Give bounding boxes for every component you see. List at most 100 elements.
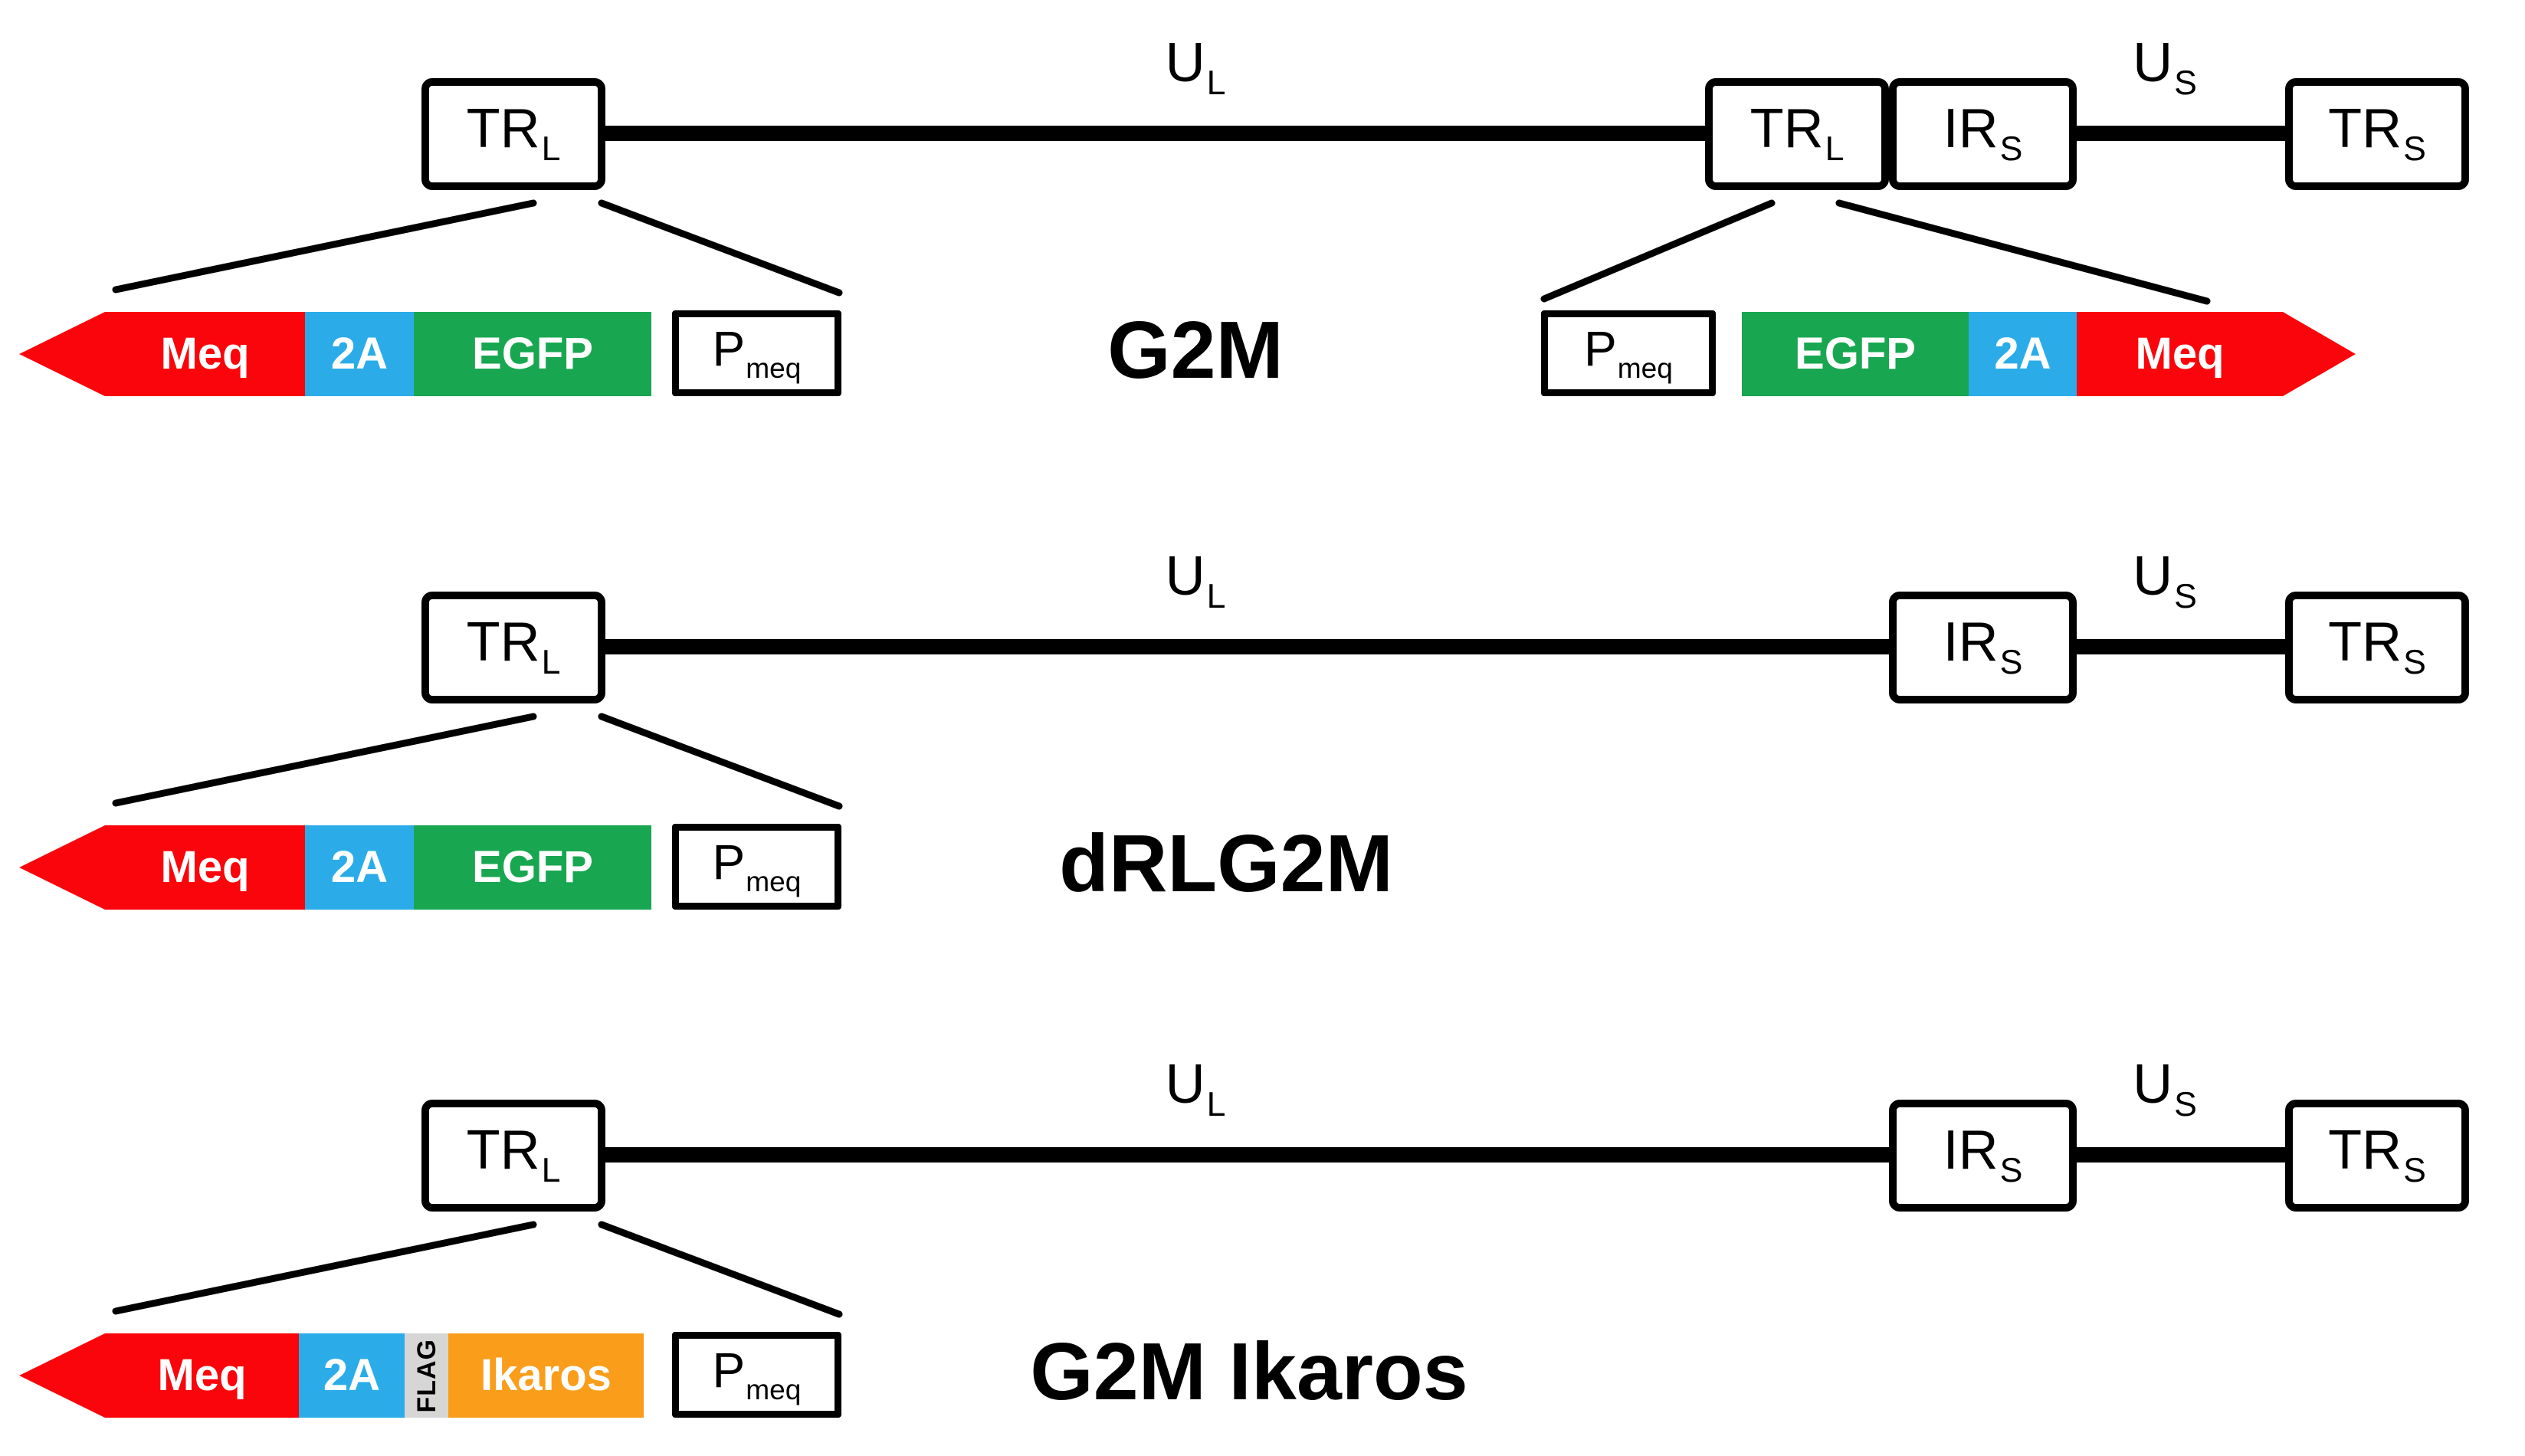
expansion-fan-lines — [112, 1221, 843, 1318]
linker-2a-segment: 2A — [299, 1333, 405, 1418]
trl-main: TR — [466, 98, 540, 160]
egfp-segment-label: EGFP — [472, 329, 593, 379]
trl-main: TR — [466, 1120, 540, 1182]
trl-left-label: TRL — [467, 101, 561, 167]
pmeq-promoter-box: Pmeq — [1541, 310, 1716, 396]
irs-box: IRS — [1889, 592, 2077, 703]
irs-main: IR — [1943, 1120, 1999, 1182]
trs-sub: S — [2403, 1152, 2426, 1190]
us-main: U — [2133, 546, 2173, 607]
ul-label: UL — [1103, 35, 1287, 101]
ikaros-segment: Ikaros — [448, 1333, 644, 1418]
meq-arrowhead-left-icon — [19, 312, 105, 396]
irs-sub: S — [1999, 130, 2023, 169]
expansion-fan-lines — [112, 713, 843, 810]
irs-label: IRS — [1943, 1123, 2023, 1189]
meq-segment: Meq — [105, 825, 305, 910]
pmeq-main: P — [712, 320, 746, 376]
flag-tag-label: FLAG — [412, 1338, 441, 1413]
meq-segment: Meq — [105, 1333, 299, 1418]
irs-label: IRS — [1943, 615, 2023, 680]
us-main: U — [2133, 1054, 2173, 1115]
flag-tag-segment: FLAG — [405, 1333, 448, 1418]
meq-segment-label: Meq — [160, 329, 250, 379]
us-label: US — [2073, 1057, 2257, 1123]
trs-box: TRS — [2285, 1100, 2469, 1212]
us-label: US — [2073, 35, 2257, 101]
unique-short-line — [2077, 1147, 2285, 1163]
construct-row-g2m-ikaros: TRL UL IRS US TRS Meq 2A FLAG Ikaros — [0, 1021, 2525, 1456]
pmeq-label: Pmeq — [713, 1346, 802, 1405]
pmeq-label: Pmeq — [713, 324, 802, 383]
pmeq-main: P — [1584, 320, 1617, 376]
meq-segment-label: Meq — [2135, 329, 2225, 379]
egfp-segment-label: EGFP — [472, 842, 593, 892]
egfp-segment: EGFP — [1742, 312, 1969, 396]
trs-box: TRS — [2285, 78, 2469, 190]
unique-short-line — [2077, 639, 2285, 654]
linker-2a-segment-label: 2A — [330, 842, 389, 892]
us-label: US — [2073, 549, 2257, 615]
linker-2a-segment: 2A — [305, 825, 414, 910]
linker-2a-segment: 2A — [305, 312, 414, 396]
meq-arrowhead-left-icon — [19, 825, 105, 910]
trs-main: TR — [2328, 1120, 2402, 1182]
ikaros-segment-label: Ikaros — [480, 1350, 612, 1400]
pmeq-promoter-box: Pmeq — [672, 310, 841, 396]
us-sub: S — [2174, 64, 2197, 102]
trl-left-label: TRL — [467, 1123, 561, 1189]
pmeq-sub: meq — [746, 865, 802, 898]
pmeq-sub: meq — [1617, 352, 1673, 385]
meq-segment: Meq — [105, 312, 305, 396]
us-main: U — [2133, 32, 2173, 93]
trl-sub: L — [541, 644, 561, 682]
ul-main: U — [1165, 1054, 1205, 1115]
trl-right-box: TRL — [1705, 78, 1889, 190]
trs-sub: S — [2403, 644, 2426, 682]
meq-segment-label: Meq — [160, 842, 250, 892]
pmeq-sub: meq — [746, 352, 802, 385]
meq-segment: Meq — [2077, 312, 2283, 396]
unique-long-line — [604, 126, 1707, 141]
trs-main: TR — [2328, 612, 2402, 674]
pmeq-label: Pmeq — [713, 838, 802, 897]
construct-row-drlg2m: TRL UL IRS US TRS Meq 2A EGFP Pmeq dRLG2… — [0, 513, 2525, 973]
ul-label: UL — [1103, 549, 1287, 615]
trl-sub: L — [541, 130, 561, 169]
ul-sub: L — [1206, 577, 1226, 615]
pmeq-sub: meq — [746, 1373, 802, 1406]
unique-long-line — [604, 1147, 1889, 1163]
trl-left-box: TRL — [421, 1100, 605, 1212]
trl-left-box: TRL — [421, 592, 605, 703]
ul-sub: L — [1206, 1085, 1226, 1123]
meq-arrowhead-left-icon — [19, 1333, 105, 1418]
meq-segment-label: Meq — [157, 1350, 247, 1400]
construct-title-g2m: G2M — [1107, 305, 1284, 395]
linker-2a-segment-label: 2A — [1994, 329, 2051, 379]
trl-sub: L — [1825, 130, 1845, 169]
egfp-segment: EGFP — [414, 312, 651, 396]
linker-2a-segment-label: 2A — [330, 329, 389, 379]
pmeq-label: Pmeq — [1584, 324, 1673, 383]
trs-label: TRS — [2328, 101, 2426, 167]
ul-sub: L — [1206, 64, 1226, 102]
trs-box: TRS — [2285, 592, 2469, 703]
trs-main: TR — [2328, 98, 2402, 160]
pmeq-promoter-box: Pmeq — [672, 1332, 841, 1418]
us-sub: S — [2174, 577, 2197, 615]
irs-box: IRS — [1889, 1100, 2077, 1212]
linker-2a-segment-label: 2A — [323, 1350, 381, 1400]
trs-sub: S — [2403, 130, 2426, 169]
irs-main: IR — [1943, 612, 1999, 674]
trl-main: TR — [466, 612, 540, 674]
pmeq-main: P — [712, 834, 746, 890]
ul-main: U — [1165, 32, 1205, 93]
trl-left-label: TRL — [467, 615, 561, 680]
trl-sub: L — [541, 1152, 561, 1190]
trs-label: TRS — [2328, 1123, 2426, 1189]
trl-main: TR — [1749, 98, 1824, 160]
irs-label: IRS — [1943, 101, 2023, 167]
construct-title-g2m-ikaros: G2M Ikaros — [1030, 1326, 1468, 1417]
irs-sub: S — [1999, 644, 2023, 682]
